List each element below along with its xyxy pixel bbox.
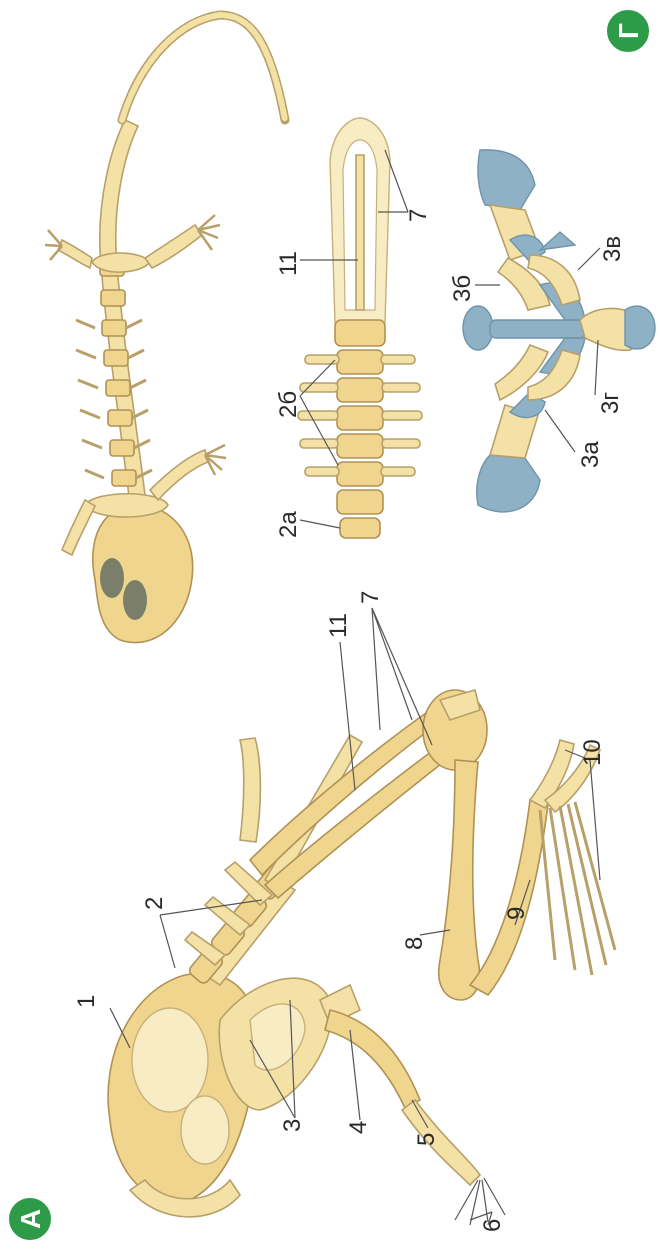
label-2b: 2б (275, 391, 302, 418)
label-4: 4 (345, 1121, 372, 1134)
label-7: 7 (357, 591, 384, 604)
girdle-diagram (463, 150, 655, 512)
spine-diagram (298, 118, 422, 538)
badge-a: А (8, 1197, 52, 1241)
badge-g-letter: Г (613, 23, 644, 39)
label-1: 1 (73, 995, 100, 1008)
label-8: 8 (401, 937, 428, 950)
label-6: 6 (479, 1219, 506, 1232)
label-3: 3 (279, 1119, 306, 1132)
label-3a: 3а (577, 441, 604, 468)
label-2a: 2а (275, 511, 302, 538)
label-5: 5 (413, 1133, 440, 1146)
label-9: 9 (503, 907, 530, 920)
badge-a-letter: А (15, 1209, 46, 1229)
label-3v: 3в (599, 236, 626, 262)
label-2: 2 (141, 897, 168, 910)
label-11: 11 (325, 613, 352, 638)
label-3b: 3б (449, 275, 476, 302)
salamander-skeleton (45, 15, 285, 643)
label-3g: 3г (597, 392, 624, 414)
frog-skeleton (108, 690, 615, 1225)
badge-g-svg: Г (600, 3, 660, 63)
label-7-spine: 7 (405, 209, 432, 222)
label-11-spine: 11 (275, 251, 302, 276)
label-10: 10 (579, 739, 606, 766)
